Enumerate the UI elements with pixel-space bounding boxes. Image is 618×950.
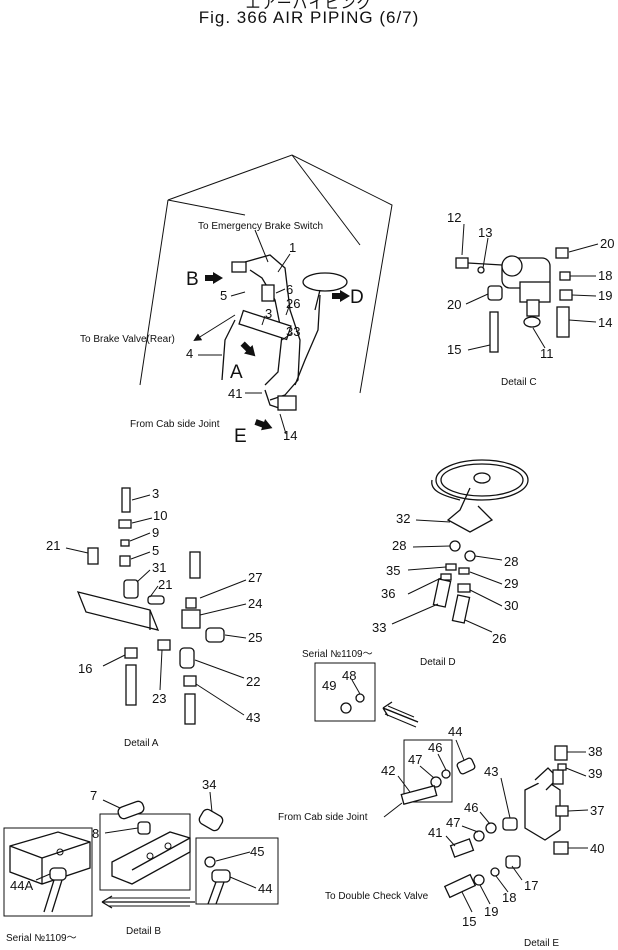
detail-e-part-43: 43 xyxy=(484,764,498,779)
detail-c-assembly xyxy=(455,223,599,353)
overview-part-4: 4 xyxy=(186,346,193,361)
detail-e-part-46a: 46 xyxy=(428,740,442,755)
detail-e-part-47b: 47 xyxy=(446,815,460,830)
detail-b-caption: Detail B xyxy=(126,926,161,937)
overview-part-6: 6 xyxy=(286,282,293,297)
detail-a-part-27: 27 xyxy=(248,570,262,585)
detail-a-part-3: 3 xyxy=(152,486,159,501)
serial-top-part-48: 48 xyxy=(342,668,356,683)
detail-e-part-38: 38 xyxy=(588,744,602,759)
serial-label-top: Serial №1109～ xyxy=(302,649,373,660)
view-d-label: D xyxy=(350,287,364,308)
serial-box-top xyxy=(314,662,419,728)
detail-e-from-cab-label: From Cab side Joint xyxy=(278,812,368,823)
serial-top-part-49: 49 xyxy=(322,678,336,693)
view-a-label: A xyxy=(230,362,243,383)
detail-d-part-29: 29 xyxy=(504,576,518,591)
detail-d-part-28b: 28 xyxy=(504,554,518,569)
detail-b-part-44: 44 xyxy=(258,881,272,896)
detail-c-part-20a: 20 xyxy=(600,236,614,251)
detail-e-part-39: 39 xyxy=(588,766,602,781)
detail-d-part-32: 32 xyxy=(396,511,410,526)
detail-e-part-18: 18 xyxy=(502,890,516,905)
detail-e-caption: Detail E xyxy=(524,938,559,949)
detail-b-part-8: 8 xyxy=(92,826,99,841)
detail-a-part-10: 10 xyxy=(153,508,167,523)
detail-e-assembly xyxy=(383,739,589,913)
detail-a-part-25: 25 xyxy=(248,630,262,645)
detail-c-part-12: 12 xyxy=(447,210,461,225)
detail-b-part-34: 34 xyxy=(202,777,216,792)
detail-b-assembly xyxy=(3,791,279,917)
detail-b-part-45: 45 xyxy=(250,844,264,859)
detail-d-part-36: 36 xyxy=(381,586,395,601)
detail-d-part-33: 33 xyxy=(372,620,386,635)
overview-part-14: 14 xyxy=(283,428,297,443)
detail-e-part-15: 15 xyxy=(462,914,476,929)
detail-c-part-18: 18 xyxy=(598,268,612,283)
detail-e-part-44: 44 xyxy=(448,724,462,739)
detail-b-part-7: 7 xyxy=(90,788,97,803)
detail-c-part-13: 13 xyxy=(478,225,492,240)
detail-c-part-19: 19 xyxy=(598,288,612,303)
to-emergency-brake-switch-label: To Emergency Brake Switch xyxy=(198,221,323,232)
detail-a-part-9: 9 xyxy=(152,525,159,540)
detail-a-part-23: 23 xyxy=(152,691,166,706)
detail-e-part-40: 40 xyxy=(590,841,604,856)
overview-part-1: 1 xyxy=(289,240,296,255)
overview-part-26: 26 xyxy=(286,296,300,311)
view-b-label: B xyxy=(186,269,199,290)
detail-a-part-31: 31 xyxy=(152,560,166,575)
detail-a-part-16: 16 xyxy=(78,661,92,676)
detail-e-part-19: 19 xyxy=(484,904,498,919)
detail-b-serial-label: Serial №1109～ xyxy=(6,933,77,944)
detail-d-assembly xyxy=(391,459,529,633)
detail-e-part-17: 17 xyxy=(524,878,538,893)
from-cab-joint-label: From Cab side Joint xyxy=(130,419,220,430)
detail-d-part-26: 26 xyxy=(492,631,506,646)
detail-c-part-11: 11 xyxy=(540,346,554,361)
detail-d-caption: Detail D xyxy=(420,657,456,668)
detail-d-part-28a: 28 xyxy=(392,538,406,553)
detail-c-part-20b: 20 xyxy=(447,297,461,312)
to-brake-valve-label: To Brake Valve(Rear) xyxy=(80,334,175,345)
overview-part-3: 3 xyxy=(265,306,272,321)
detail-e-part-37: 37 xyxy=(590,803,604,818)
detail-e-part-47a: 47 xyxy=(408,752,422,767)
detail-e-part-41: 41 xyxy=(428,825,442,840)
to-double-check-valve-label: To Double Check Valve xyxy=(325,891,429,902)
detail-d-part-35: 35 xyxy=(386,563,400,578)
view-e-label: E xyxy=(234,426,247,447)
detail-a-part-5: 5 xyxy=(152,543,159,558)
figure-title: Fig. 366 AIR PIPING (6/7) xyxy=(198,8,420,27)
detail-e-part-46b: 46 xyxy=(464,800,478,815)
detail-a-part-21b: 21 xyxy=(158,577,172,592)
detail-a-part-22: 22 xyxy=(246,674,260,689)
detail-c-caption: Detail C xyxy=(501,377,537,388)
detail-a-assembly xyxy=(65,487,247,725)
overview-assembly xyxy=(139,154,393,435)
detail-a-part-24: 24 xyxy=(248,596,262,611)
overview-part-33: 33 xyxy=(286,324,300,339)
detail-c-part-15: 15 xyxy=(447,342,461,357)
detail-d-part-30: 30 xyxy=(504,598,518,613)
detail-b-part-44a: 44A xyxy=(10,878,33,893)
detail-a-caption: Detail A xyxy=(124,738,159,749)
detail-a-part-43: 43 xyxy=(246,710,260,725)
overview-part-5: 5 xyxy=(220,288,227,303)
japanese-title: エアーパイピング xyxy=(245,0,373,12)
overview-part-41: 41 xyxy=(228,386,242,401)
detail-c-part-14: 14 xyxy=(598,315,612,330)
detail-a-part-21a: 21 xyxy=(46,538,60,553)
detail-e-part-42: 42 xyxy=(381,763,395,778)
